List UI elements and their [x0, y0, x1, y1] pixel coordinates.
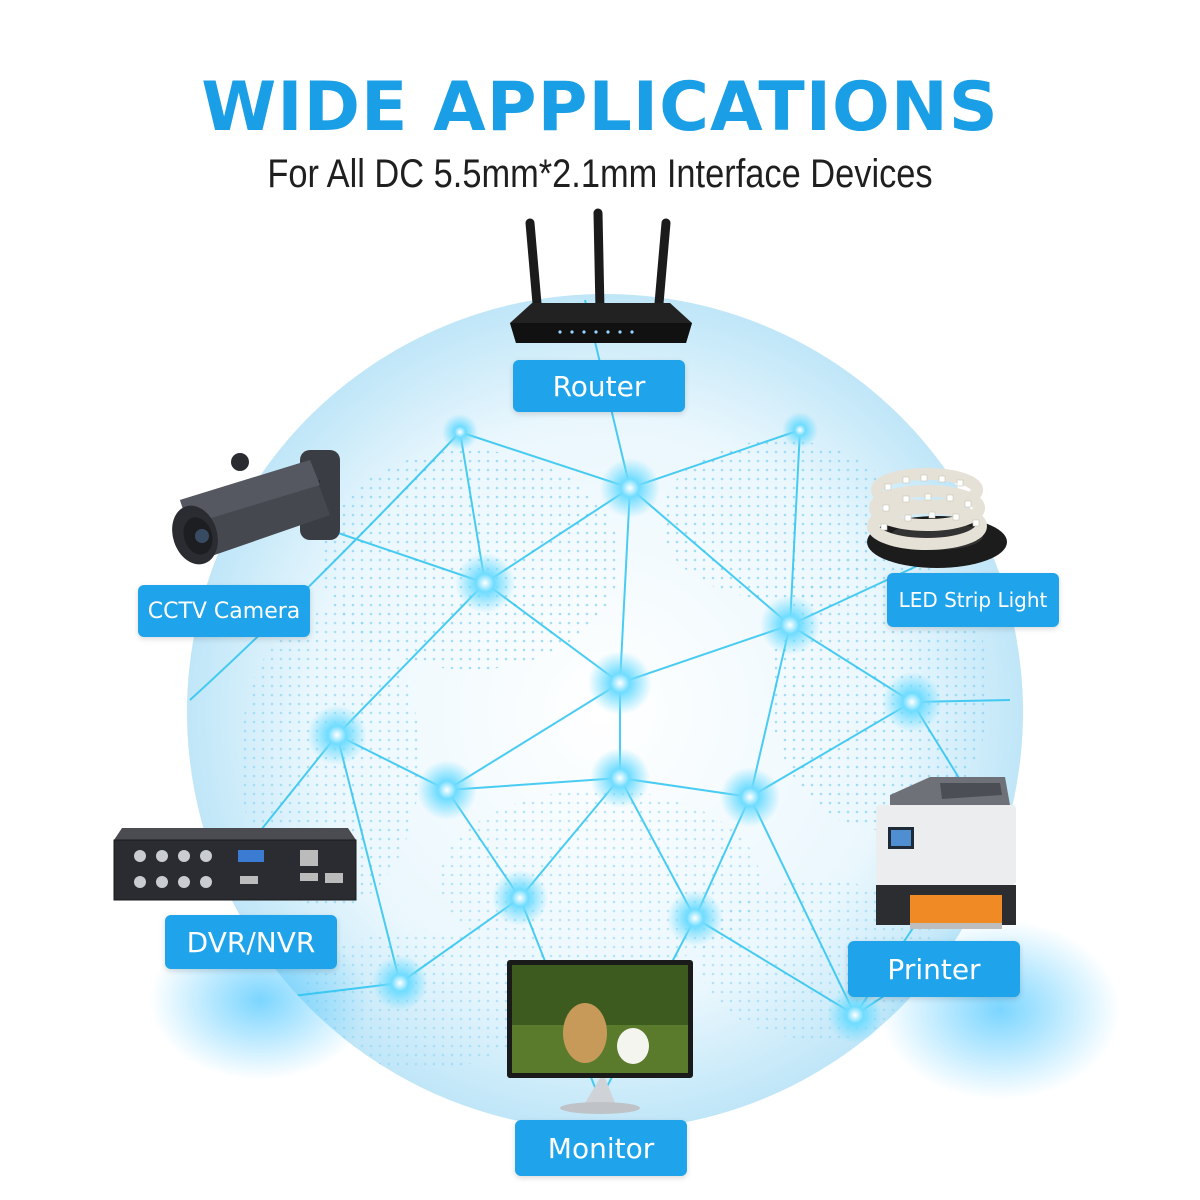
led-strip-label: LED Strip Light: [887, 573, 1059, 627]
monitor-image: [507, 960, 693, 1114]
router-label: Router: [513, 360, 685, 412]
printer-label: Printer: [848, 941, 1020, 997]
led-strip-image: [867, 468, 1007, 568]
printer-image: [876, 777, 1016, 929]
dvr-nvr-image: [113, 828, 357, 901]
cctv-camera-image: [172, 450, 340, 565]
router-image: [510, 208, 692, 343]
page-title: WIDE APPLICATIONS: [201, 68, 999, 147]
network-nodes: [307, 412, 942, 1043]
page-subtitle: For All DC 5.5mm*2.1mm Interface Devices: [267, 152, 933, 196]
monitor-label: Monitor: [515, 1120, 687, 1176]
cctv-camera-label: CCTV Camera: [138, 585, 310, 637]
dvr-nvr-label: DVR/NVR: [165, 915, 337, 969]
